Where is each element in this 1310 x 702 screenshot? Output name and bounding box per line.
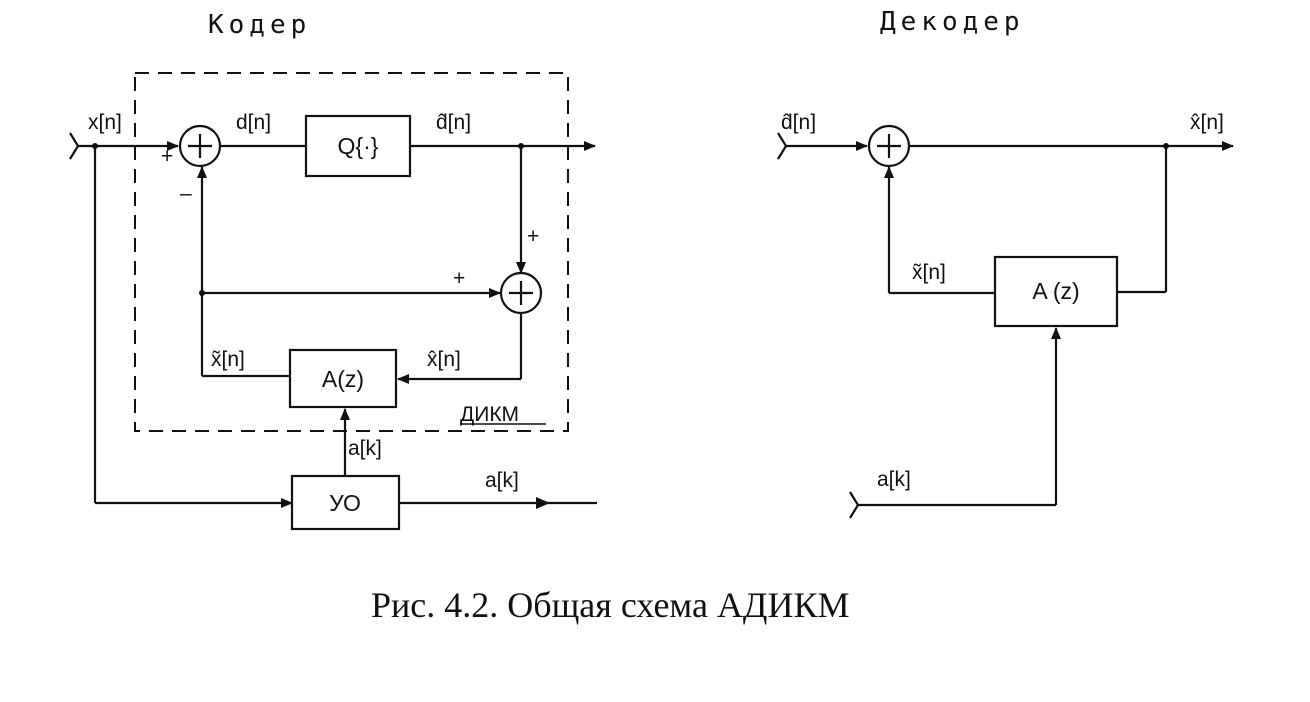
diff-label: d[n]	[236, 111, 271, 134]
decoder-coef-terminal	[849, 491, 860, 519]
coef-out-arrowhead	[536, 497, 550, 509]
decoder-coef-label: a[k]	[877, 468, 911, 491]
quantized-label: d̂[n]	[436, 111, 471, 134]
decoder-input-terminal	[777, 132, 788, 160]
quantizer-block	[304, 114, 412, 178]
adaptation-block-label: УО	[329, 490, 361, 516]
dpcm-boundary	[134, 72, 569, 432]
encoder-predictor-block	[288, 348, 398, 409]
figure-caption: Рис. 4.2. Общая схема АДИКМ	[371, 585, 850, 625]
reconstructed-label: x̂[n]	[427, 348, 461, 371]
encoder-minus-sign: –	[180, 182, 192, 205]
adaptation-block	[290, 474, 401, 531]
decoder-predictor-block	[993, 255, 1119, 328]
encoder-predictor-label: A(z)	[322, 366, 364, 392]
decoder-input-label: d̂[n]	[781, 111, 816, 134]
encoder-plus-sign-top: +	[161, 145, 173, 168]
decoder-predicted-label: x̃[n]	[912, 261, 946, 284]
coef-in-label: a[k]	[348, 437, 382, 460]
decoder-title: Декодер	[880, 7, 1025, 37]
decoder-predictor-label: A (z)	[1032, 278, 1079, 304]
coef-out-label: a[k]	[485, 469, 519, 492]
predicted-label: x̃[n]	[211, 348, 245, 371]
decoder-output-label: x̂[n]	[1190, 111, 1224, 134]
encoder-plus-sign-mid: +	[453, 267, 465, 290]
encoder-plus-sign-right: +	[527, 225, 539, 248]
encoder-input-label: x[n]	[88, 111, 122, 134]
quantizer-label: Q{·}	[338, 133, 379, 159]
dpcm-label: ДИКМ	[460, 403, 519, 426]
encoder-title: Кодер	[208, 10, 311, 40]
encoder-input-terminal	[69, 132, 80, 160]
